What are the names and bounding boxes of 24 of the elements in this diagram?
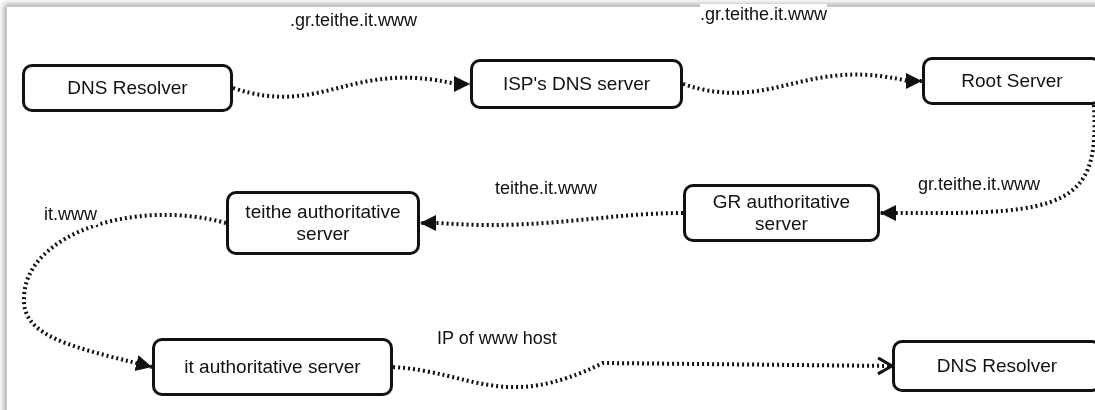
node-label: Root Server bbox=[961, 70, 1063, 92]
node-label: GR authoritative server bbox=[711, 191, 852, 235]
edge-label: .gr.teithe.it.www bbox=[290, 10, 418, 31]
dotted-arrow bbox=[682, 72, 922, 95]
server-box bbox=[226, 191, 420, 255]
edge-label: gr.teithe.it.www bbox=[918, 174, 1041, 195]
dotted-arrow bbox=[420, 211, 684, 231]
node-label: it authoritative server bbox=[184, 356, 361, 378]
dotted-arrow bbox=[880, 104, 1095, 221]
server-box bbox=[922, 57, 1095, 105]
dotted-arrow bbox=[22, 213, 227, 371]
server-box bbox=[683, 184, 880, 242]
edge-label: it.www bbox=[44, 204, 97, 225]
dotted-arrow bbox=[232, 75, 470, 99]
server-box bbox=[470, 59, 683, 109]
server-box bbox=[152, 338, 393, 396]
node-label: DNS Resolver bbox=[67, 77, 188, 99]
node-label: ISP's DNS server bbox=[502, 73, 651, 95]
server-box bbox=[22, 64, 233, 112]
edge-label: .gr.teithe.it.www bbox=[700, 4, 828, 25]
node-label: DNS Resolver bbox=[936, 355, 1058, 377]
node-label: teithe authoritative server bbox=[244, 201, 402, 245]
dotted-arrow bbox=[392, 356, 894, 389]
server-box bbox=[892, 340, 1095, 392]
